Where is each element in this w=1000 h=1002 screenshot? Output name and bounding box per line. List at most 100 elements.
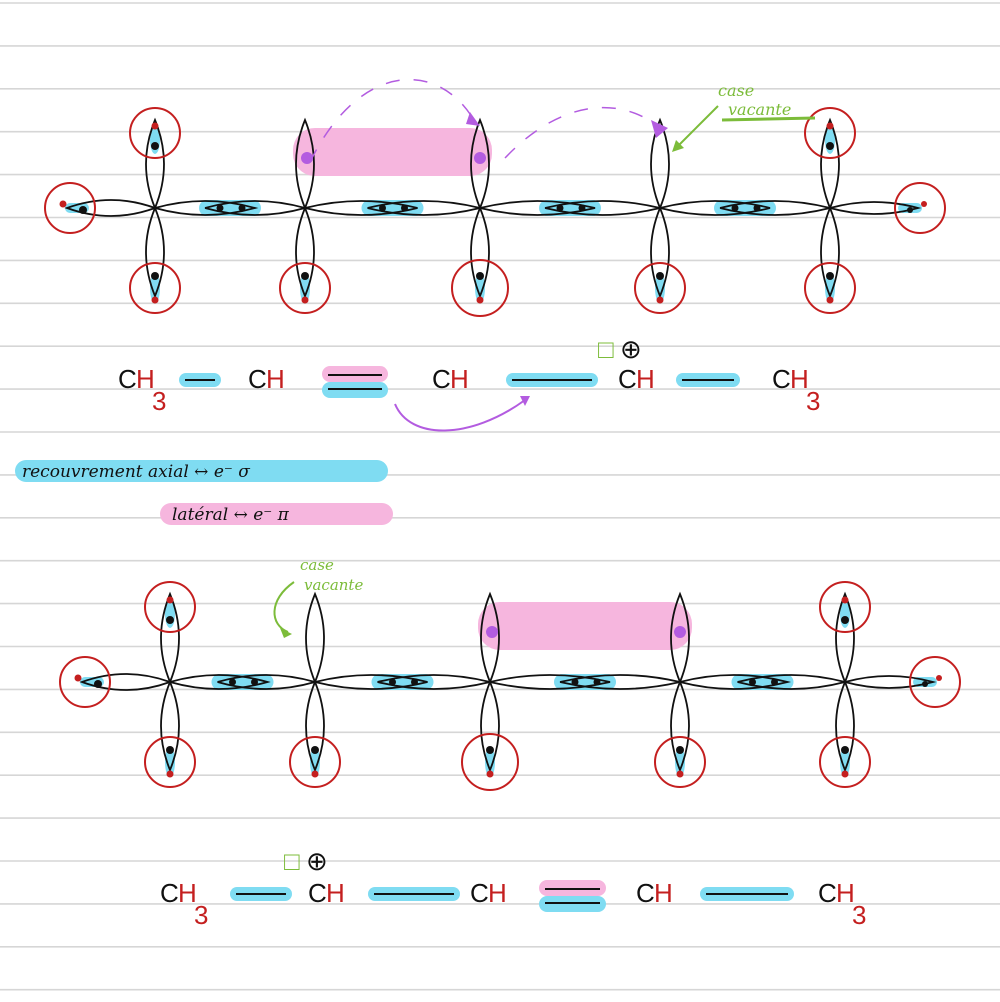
legend-axial: recouvrement axial ↔ e⁻ σ [22,462,250,482]
arrowhead-icon [651,120,668,138]
electron-dot [79,206,87,214]
sigma-highlight [554,674,616,690]
curved-arrow-icon [394,399,526,432]
electron-dot [486,770,494,778]
annotation-vacante: vacante [304,576,363,594]
hydrogen-atom [129,107,181,159]
hydrogen-atom [819,581,871,633]
electron-dot [731,204,739,212]
hydrogen-symbol: H [326,878,345,908]
subscript: 3 [852,900,866,930]
sigma-highlight [150,273,160,303]
sigma-highlight [310,747,320,777]
sigma-highlight [300,273,310,303]
electron-dot [166,746,174,754]
sigma-overlap-highlights [65,126,922,303]
orbital-lobe [670,591,690,683]
hydrogen-atom [804,107,856,159]
legend-sigma-swatch [15,460,388,482]
electron-dot [841,596,849,604]
carbon-symbol: C [470,878,489,908]
orbital-lobe [844,675,937,689]
electron-dot [841,770,849,778]
arrowhead-icon [520,396,530,406]
sigma-highlight [165,747,175,777]
orbital-lobe [79,673,171,691]
orbital-lobe [479,200,596,216]
hydrogen-atom [59,656,111,708]
electron-shift-arrow-2 [504,106,661,159]
orbital-lobe [659,200,771,216]
orbital-lobe [64,199,156,217]
electron-dot [676,746,684,754]
orbital-lobe [820,117,840,209]
sigma-highlight [361,200,424,216]
vacancy-box-icon: □ [598,334,614,364]
orbital-lobe [489,674,611,690]
orbital-lobe [145,117,165,209]
electron-dot [301,272,309,280]
electron-dot [151,142,159,150]
electron-dot [921,201,927,207]
vacancy-box-icon: □ [284,846,300,876]
sigma-highlight [539,200,601,216]
carbon-symbol: C [432,364,451,394]
positive-charge-icon: ⊕ [306,846,328,876]
orbital-lobe [470,117,490,209]
hydrogen-atom [461,733,519,791]
arrowhead-icon [466,112,480,126]
sigma-highlight [475,273,485,303]
pi-overlap-highlight [293,128,492,176]
electron-dot [238,204,246,212]
hydrogen-atom [144,581,196,633]
orbital-lobe [470,207,490,299]
pi-electron [674,626,686,638]
orbital-lobe [480,681,500,773]
electron-dot [411,678,418,686]
electron-dot [656,296,664,304]
orbital-lobe [835,681,855,773]
arrowhead-icon [672,140,684,152]
electron-dot [59,200,67,208]
annotation-case: case [300,556,334,574]
electron-dot [676,770,684,778]
sigma-highlight [211,674,274,690]
electron-dot [229,678,236,686]
pi-electron [486,626,498,638]
annotation-case: case [718,81,754,100]
electron-dot [401,204,408,212]
orbital-lobe [160,591,180,683]
electron-dot [311,770,319,778]
electron-shift-arrow [309,78,476,163]
hydrogen-atom [804,262,856,314]
carbon-symbol: C [636,878,655,908]
hydrogen-atom [129,262,181,314]
orbital-lobes [79,591,937,773]
orbital-lobe [160,681,180,773]
electron-dot [476,272,484,280]
positive-charge-icon: ⊕ [620,334,642,364]
electron-dot [251,678,258,686]
sigma-highlight [485,747,495,777]
hydrogen-symbol: H [654,878,673,908]
carbon-symbol: C [818,878,837,908]
annotation-vacante: vacante [728,100,791,119]
carbon-symbol: C [160,878,179,908]
arrowhead-icon [280,628,292,638]
carbon-symbol: C [118,364,137,394]
hydrogen-atom [279,262,331,314]
orbital-lobe [650,207,670,299]
hydrogen-atom [451,259,509,317]
carbon-symbol: C [248,364,267,394]
sigma-highlight [675,747,685,777]
subscript: 3 [194,900,208,930]
electron-dot [826,296,834,304]
electron-dot [166,770,174,778]
electron-dot [311,746,319,754]
electron-dot [578,204,586,212]
electron-dot [379,204,386,212]
orbital-lobe [820,207,840,299]
electron-dot [151,272,159,280]
hydrogen-atom [819,736,871,788]
